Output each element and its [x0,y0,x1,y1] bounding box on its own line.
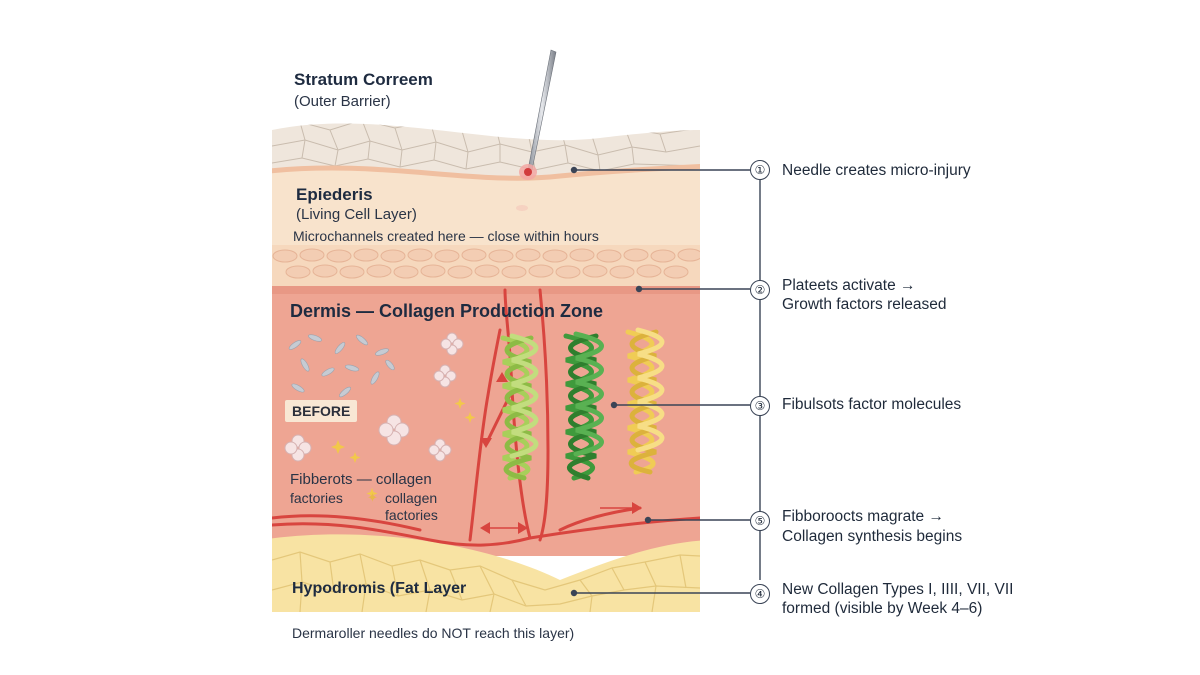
vessel-flow-arrows [480,372,642,534]
dermaroller-needle [516,49,557,211]
callout-anchor-dots [570,166,652,597]
hypodermis-footnote: Dermaroller needles do NOT reach this la… [292,625,575,641]
callout-number-5: ⑤ [750,511,770,531]
growth-factor-star-icon: ✦ [367,490,378,505]
stratum-subtitle: (Outer Barrier) [294,93,391,110]
fibroblast-label-line4: factories [385,507,438,523]
fibroblast-label-line1: Fibberots — collagen [290,471,432,488]
fibroblast-label-line2: factories [290,490,343,506]
fat-cell-pattern [272,551,700,612]
fibroblast-label-line3: collagen [385,490,438,506]
callout-number-3: ③ [750,396,770,416]
vessel-arrow-shafts [482,507,636,529]
epidermis-subtitle: (Living Cell Layer) [296,206,417,223]
callout-2-line2: Growth factors released [782,296,947,313]
epidermis-note: Microchannels created here — close withi… [293,228,599,244]
dermis-title: Dermis — Collagen Production Zone [290,301,604,321]
callout-4-line2: formed (visible by Week 4–6) [782,600,983,617]
callout-2-line1: Plateets activate → [782,277,916,294]
basal-cells [272,248,700,279]
fibroblast-cells [284,332,464,462]
callout-number-1: ① [750,160,770,180]
epidermis-title: Epiederis [296,185,373,204]
callout-number-2: ② [750,280,770,300]
callout-5-line1: Fibboroocts magrate → [782,508,944,525]
dermis-top-edge [272,286,700,294]
hypodermis-title: Hypodromis (Fat Layer [292,580,467,597]
epidermis-top-edge [272,163,700,181]
callout-5-line2: Collagen synthesis begins [782,528,963,545]
callout-4-line1: New Collagen Types I, IIII, VII, VII [782,581,1014,598]
collagen-helix-yellow [625,327,665,475]
platelet-particles [288,334,395,398]
callout-3-line1: Fibulsots factor molecules [782,396,962,413]
collagen-helix-dark-green [563,331,604,481]
callout-number-4: ④ [750,584,770,604]
growth-factor-sparkles [331,398,476,499]
collagen-helix-light-green [500,333,539,481]
callout-1-line1: Needle creates micro-injury [782,162,971,179]
stratum-title: Stratum Correem [294,70,433,89]
before-badge: BEFORE [285,400,358,422]
